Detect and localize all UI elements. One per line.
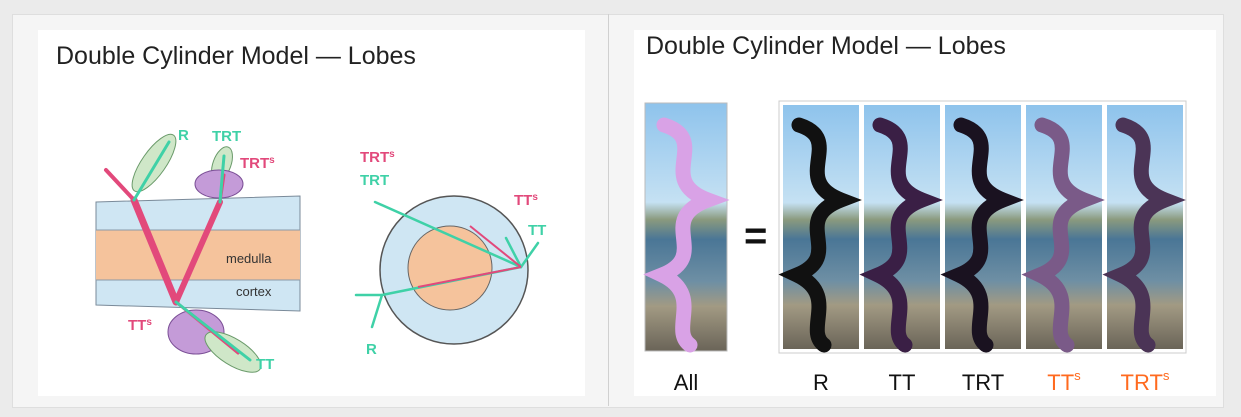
render-label-trt: TRT [961, 370, 1005, 395]
cortex-label: cortex [236, 284, 272, 299]
right-slide-title: Double Cylinder Model — Lobes [646, 32, 1006, 60]
render-strip: = [643, 100, 1187, 354]
trts-lobe [194, 169, 244, 199]
render-label-tt: TT [888, 370, 916, 395]
cross-label-trts: TRTs [360, 149, 395, 166]
render-tt-image [859, 105, 943, 353]
right-slide: Double Cylinder Model — Lobes = [634, 30, 1216, 396]
render-r-image [778, 105, 862, 353]
cross-label-trt: TRT [360, 172, 389, 189]
render-trt-image [940, 105, 1024, 353]
cross-label-tt: TT [528, 222, 546, 239]
cross-section-medulla [407, 225, 493, 311]
render-label-all: All [673, 370, 699, 395]
lobes-diagram: medulla cortex R TRT TRTs TTs TT [95, 127, 546, 373]
diagram-label-trt: TRT [212, 128, 241, 145]
render-tts-image [1021, 105, 1105, 353]
equals-sign: = [744, 214, 767, 258]
diagram-label-trts: TRTs [240, 155, 275, 172]
diagram-label-r: R [178, 127, 189, 144]
render-label-r: R [813, 370, 829, 395]
slide-divider [608, 14, 609, 406]
diagram-label-tts: TTs [128, 317, 152, 334]
cross-label-tts: TTs [514, 192, 538, 209]
diagram-label-tt: TT [256, 356, 274, 373]
tt-lobe [204, 331, 262, 373]
render-trts-image [1102, 105, 1186, 353]
left-slide: Double Cylinder Model — Lobes medulla co… [38, 30, 585, 396]
render-label-trts: TRTs [1120, 368, 1170, 395]
medulla-label: medulla [226, 251, 272, 266]
r-lobe [131, 133, 177, 193]
render-label-tts: TTs [1047, 368, 1081, 395]
left-slide-title: Double Cylinder Model — Lobes [56, 42, 416, 70]
cross-label-r: R [366, 341, 377, 358]
render-all-image [643, 102, 730, 353]
